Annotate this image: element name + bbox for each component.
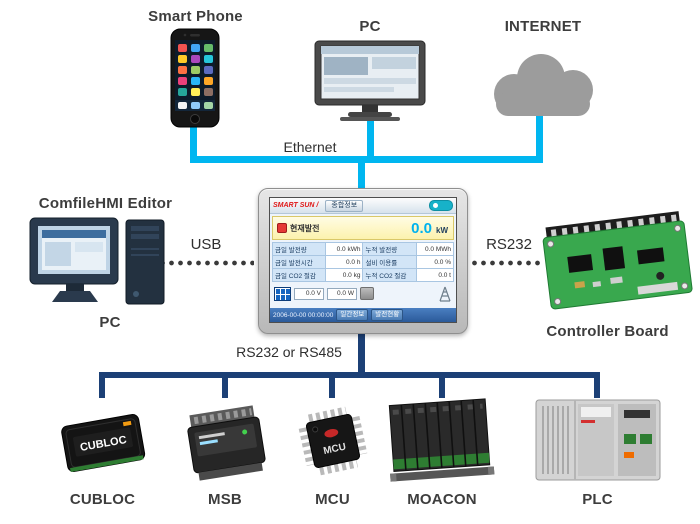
mcu-label: MCU	[315, 491, 350, 508]
stat-value: 0.0 MWh	[415, 242, 455, 256]
ethernet-line-smartphone	[190, 126, 197, 157]
cubloc-illustration: CUBLOC	[52, 398, 154, 486]
ethernet-line-internet	[536, 114, 543, 157]
ethernet-bus-line	[190, 156, 543, 163]
usb-dotted-line	[158, 260, 254, 266]
desktop-pc-icon	[29, 217, 165, 305]
mcu-chip-text: MCU	[322, 442, 347, 457]
msb-module-icon	[187, 405, 266, 481]
desktop-pc-illustration	[28, 212, 168, 312]
solar-panel-icon	[274, 286, 291, 301]
stat-value: 0.0 h	[325, 255, 364, 269]
hmi-current-generation-row: 현재발전 0.0 kW	[272, 216, 454, 240]
stat-value: 0.0 %	[415, 255, 455, 269]
mcu-chip-icon: MCU	[298, 406, 368, 476]
cubloc-module-icon: CUBLOC	[61, 414, 146, 473]
stat-label: 금일 CO2 절감	[271, 268, 327, 282]
hmi-stats-table: 금일 발전량 0.0 kWh 누적 발전량 0.0 MWh 금일 발전시간 0.…	[271, 242, 455, 282]
plc-unit-icon	[535, 399, 661, 481]
stat-value: 0.0 t	[415, 268, 455, 282]
serial-drop-mcu	[329, 378, 335, 398]
table-row: 금일 CO2 절감 0.0 kg 누적 CO2 절감 0.0 t	[271, 268, 455, 282]
cloud-icon	[494, 54, 593, 116]
rs232-dotted-line	[470, 260, 542, 266]
hmi-footer-bar: 2006-00-00 00:00:00 일간정보 발전현황	[270, 308, 456, 322]
stat-label: 누적 발전량	[362, 242, 417, 256]
controller-board-illustration	[538, 203, 696, 318]
moacon-label: MOACON	[407, 491, 477, 508]
hmi-button-status: 발전현황	[371, 309, 404, 321]
hmi-brand: SMART SUN /	[273, 202, 319, 209]
hmi-header: SMART SUN / 종합정보	[270, 198, 456, 214]
generation-unit: kW	[436, 226, 448, 235]
hmi-button-daily: 일간정보	[336, 309, 369, 321]
table-row: 금일 발전량 0.0 kWh 누적 발전량 0.0 MWh	[271, 242, 455, 256]
meter-value-1: 0.0 V	[294, 287, 324, 300]
ethernet-label: Ethernet	[283, 139, 337, 155]
smartphone-label: Smart Phone	[148, 8, 243, 25]
meter-value-2: 0.0 W	[327, 287, 357, 300]
smartphone-illustration	[166, 28, 224, 128]
power-tower-icon	[439, 286, 451, 302]
generation-label: 현재발전	[290, 223, 320, 233]
serial-bus-line	[99, 372, 600, 378]
comfile-logo-icon	[429, 200, 453, 211]
pc-monitor-icon	[314, 40, 426, 121]
serial-drop-cubloc	[99, 378, 105, 398]
internet-cloud-illustration	[478, 50, 608, 118]
plc-label: PLC	[582, 491, 613, 508]
ethernet-line-hmi	[358, 163, 365, 190]
msb-illustration	[178, 398, 274, 486]
hmi-screen: SMART SUN / 종합정보 현재발전 0.0 kW 금일 발전량 0.0 …	[269, 197, 457, 323]
stat-label: 금일 발전량	[271, 242, 327, 256]
serial-line-hmi	[358, 331, 365, 372]
serial-drop-moacon	[439, 378, 445, 398]
generation-value: 0.0	[411, 219, 432, 237]
serial-drop-msb	[222, 378, 228, 398]
moacon-stack-icon	[388, 398, 495, 482]
pc-monitor-illustration	[314, 40, 426, 124]
serial-drop-plc	[594, 378, 600, 398]
hmi-clock: 2006-00-00 00:00:00	[273, 311, 334, 319]
moacon-illustration	[388, 396, 496, 488]
comfilehmi-editor-label: ComfileHMI Editor	[38, 195, 173, 212]
stat-value: 0.0 kWh	[325, 242, 364, 256]
hmi-meters-row: 0.0 V 0.0 W	[274, 285, 452, 302]
ethernet-line-pc	[367, 121, 374, 157]
generation-icon	[277, 223, 287, 233]
usb-label: USB	[190, 236, 222, 253]
hmi-panel: SMART SUN / 종합정보 현재발전 0.0 kW 금일 발전량 0.0 …	[258, 188, 468, 334]
top-pc-label: PC	[359, 18, 381, 35]
stat-label: 금일 발전시간	[271, 255, 327, 269]
smartphone-icon	[170, 28, 220, 128]
plc-illustration	[532, 394, 664, 488]
stat-label: 누적 CO2 절감	[362, 268, 417, 282]
cubloc-label: CUBLOC	[69, 491, 136, 508]
mcu-illustration: MCU	[292, 400, 374, 482]
msb-label: MSB	[208, 491, 242, 508]
inverter-icon	[360, 287, 374, 300]
serial-bus-label: RS232 or RS485	[236, 344, 342, 360]
left-pc-label: PC	[99, 314, 121, 331]
controller-board-icon	[542, 211, 693, 310]
internet-label: INTERNET	[504, 18, 582, 35]
hmi-tab-overview: 종합정보	[325, 199, 364, 212]
stat-value: 0.0 kg	[325, 268, 364, 282]
controller-board-label: Controller Board	[546, 323, 669, 340]
table-row: 금일 발전시간 0.0 h 설비 이용률 0.0 %	[271, 255, 455, 269]
stat-label: 설비 이용률	[362, 255, 417, 269]
rs232-label: RS232	[486, 236, 532, 253]
